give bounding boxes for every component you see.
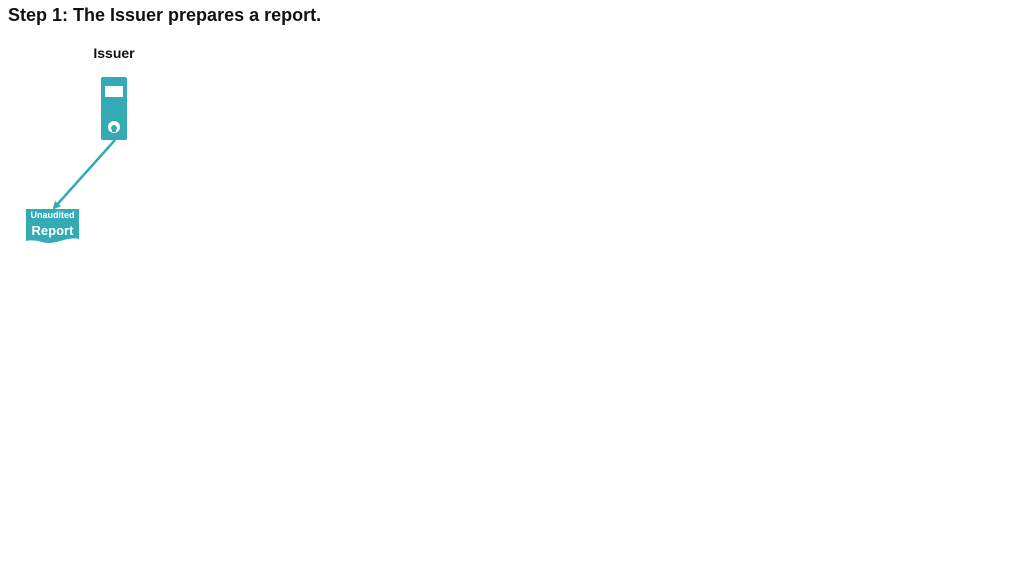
step-title: Step 1: The Issuer prepares a report.: [8, 5, 322, 25]
document-label-line1: Unaudited: [30, 210, 75, 220]
document-icon: [26, 209, 79, 243]
arrow-icon: [52, 139, 116, 210]
document-label-line2: Report: [31, 223, 74, 238]
issuer-label: Issuer: [93, 45, 135, 61]
building-icon: [101, 77, 127, 140]
